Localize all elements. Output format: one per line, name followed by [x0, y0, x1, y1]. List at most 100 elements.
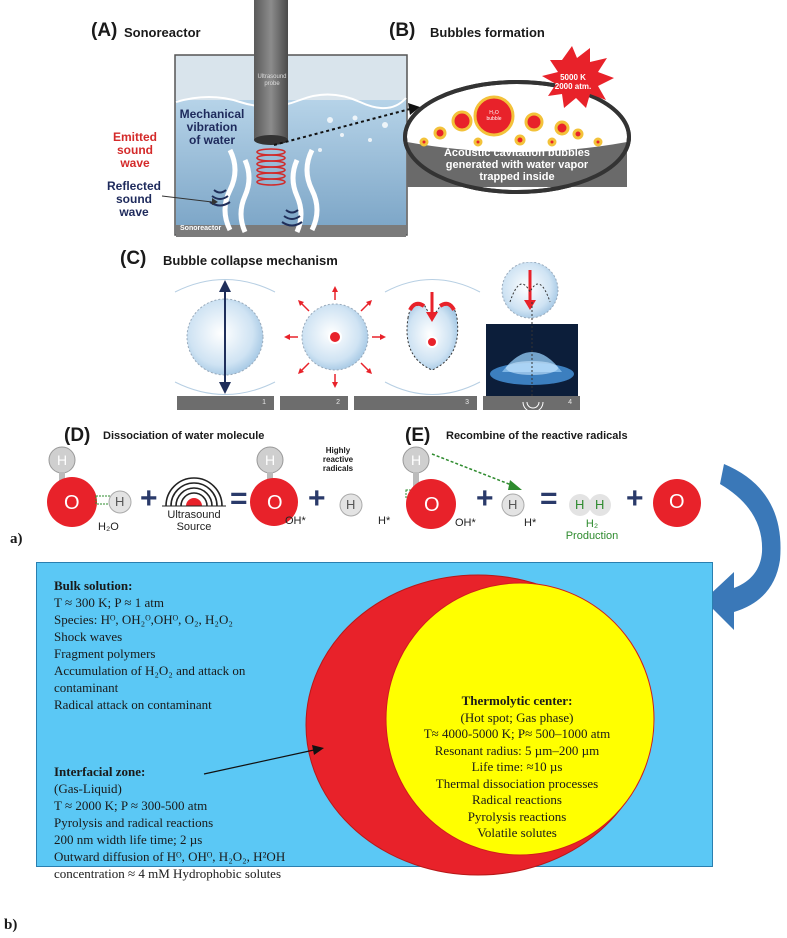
h2o-label: H₂O — [98, 521, 119, 533]
h2-molecule — [569, 494, 611, 516]
ultrasound-source-line2: Source — [176, 521, 212, 533]
plus-e-2: + — [626, 482, 644, 515]
atom-o-3: O — [424, 494, 440, 516]
collapse-step-4-bar: 4 — [483, 396, 580, 410]
interfacial-zone-ellipse — [305, 574, 655, 876]
atom-h-1: H — [57, 452, 68, 468]
collapse-step-2-graphic — [284, 286, 386, 388]
water-molecule-d — [47, 446, 132, 527]
label-b: b) — [4, 917, 18, 933]
cavitation-caption-3: trapped inside — [479, 171, 555, 183]
collapse-step-1-graphic — [174, 279, 276, 395]
atom-h-3: H — [265, 452, 276, 468]
recombine-dashed-arrow — [431, 453, 522, 490]
highly-reactive-3: radicals — [322, 464, 354, 473]
panel-c-title: Bubble collapse mechanism — [163, 253, 338, 268]
mechanical-vibration-label: Mechanical vibration of water — [172, 108, 252, 147]
thermo-line-3: Resonant radius: 5 µm–200 µm — [434, 742, 600, 758]
h2o-bubble-label-2: bubble — [486, 116, 502, 122]
reflected-label-2: sound — [116, 192, 152, 206]
panel-c-letter: (C) — [120, 248, 147, 269]
panel-e-title: Recombine of the reactive radicals — [446, 430, 628, 442]
oxygen-atom-e — [653, 479, 701, 527]
interfacial-line-2: T ≈ 2000 K; P ≈ 300-500 atm — [54, 798, 208, 813]
panel-e-letter: (E) — [405, 425, 431, 446]
panel-b-title: Bubbles formation — [430, 25, 545, 40]
bubble-collapse-illustration — [174, 262, 578, 410]
atom-o-1: O — [64, 492, 80, 514]
probe-label: Ultrasound probe — [257, 74, 287, 87]
thermo-line-4: Life time: ≈10 µs — [471, 759, 563, 774]
thermo-line-6: Radical reactions — [472, 792, 562, 807]
h2-production: Production — [565, 530, 619, 542]
bulk-line-3: Shock waves — [54, 629, 123, 644]
ultrasound-source-icon — [162, 477, 226, 507]
thermolytic-center-block: Thermolytic center: (Hot spot; Gas phase… — [386, 693, 648, 842]
interfacial-zone-title: Interfacial zone: — [54, 764, 146, 779]
sonoreactor-illustration — [174, 0, 408, 237]
collapse-step-3-bar: 3 — [354, 396, 477, 410]
interfacial-line-6: concentration ≈ 4 mM Hydrophobic solutes — [54, 866, 282, 881]
emitted-label-1: Emitted — [112, 130, 157, 144]
highly-reactive-label: Highly reactive radicals — [312, 446, 364, 473]
burst-label: 5000 K 2000 atm. — [548, 73, 598, 91]
reflected-label-3: wave — [119, 205, 149, 219]
mech-label-3: of water — [188, 133, 235, 147]
interfacial-line-1: (Gas-Liquid) — [54, 781, 122, 796]
equals-d: = — [230, 482, 248, 515]
label-a: a) — [10, 531, 23, 547]
interfacial-line-4: 200 nm width life time; 2 µs — [54, 832, 203, 847]
interfacial-pointer-arrow — [203, 745, 324, 775]
atom-o-4: O — [669, 491, 685, 513]
burst-temp: 5000 K — [560, 73, 586, 82]
bulk-line-2: Species: Hᴼ, OH₂ᴼ,OHᴼ, O₂, H₂O₂ — [54, 612, 233, 627]
ultrasound-source-line1: Ultrasound — [167, 509, 221, 521]
panel-a-letter: (A) — [91, 20, 118, 41]
panel-b-letter: (B) — [389, 20, 416, 41]
h2-atom-2: H — [595, 497, 605, 512]
oh-radical-label-e: OH* — [455, 517, 476, 529]
atom-o-2: O — [267, 492, 283, 514]
zoom-dotted-arrow — [273, 103, 420, 146]
mech-label-2: vibration — [186, 120, 238, 134]
atom-h-4: H — [346, 497, 356, 512]
hydrogen-radical-e — [501, 493, 525, 517]
collapse-step-1-bar: 1 — [177, 396, 274, 410]
emitted-label-2: sound — [117, 143, 153, 157]
thermo-line-1: (Hot spot; Gas phase) — [460, 709, 574, 725]
h2-production-label: H₂ Production — [560, 518, 624, 542]
plus-d-1: + — [140, 482, 158, 515]
thermo-line-7: Pyrolysis reactions — [467, 808, 567, 824]
h-radical-label-e: H* — [524, 517, 537, 529]
panel-d-title: Dissociation of water molecule — [103, 430, 265, 442]
thermo-line-2: T≈ 4000-5000 K; P≈ 500–1000 atm — [423, 726, 611, 741]
hydroxyl-radical-d — [250, 446, 298, 526]
collapse-step-3-graphic — [384, 279, 481, 395]
bulk-solution-title: Bulk solution: — [54, 578, 133, 593]
oh-radical-label-d: OH* — [285, 515, 306, 527]
h2o-bubble-label-1: H₂O — [489, 110, 499, 116]
bulk-line-4: Fragment polymers — [54, 646, 156, 661]
highly-reactive-1: Highly — [325, 446, 351, 455]
reflected-label-1: Reflected — [106, 179, 162, 193]
interfacial-line-5: Outward diffusion of Hᴼ, OHᴼ, H₂O₂, H²OH — [54, 849, 286, 864]
curved-flow-arrow — [704, 464, 781, 630]
ultrasound-source-label: Ultrasound Source — [160, 509, 228, 533]
equals-e: = — [540, 482, 558, 515]
atom-h-6: H — [508, 497, 518, 512]
emitted-wave-label: Emitted sound wave — [100, 131, 170, 170]
interfacial-line-3: Pyrolysis and radical reactions — [54, 815, 214, 830]
cavitation-caption-1: Acoustic cavitation bubbles — [443, 147, 591, 159]
h2-formula: H₂ — [585, 518, 599, 530]
bulk-line-7: Radical attack on contaminant — [54, 697, 212, 712]
bulk-line-5: Accumulation of H₂O₂ and attack on — [54, 663, 246, 678]
hydrogen-radical-d — [339, 493, 363, 517]
cavitation-caption-2: generated with water vapor — [445, 159, 589, 171]
thermo-line-5: Thermal dissociation processes — [435, 775, 599, 791]
collapse-step-2-bar: 2 — [280, 396, 348, 410]
panel-d-letter: (D) — [64, 425, 91, 446]
bulk-line-6: contaminant — [54, 680, 119, 695]
atom-h-5: H — [411, 452, 422, 468]
bulk-line-1: T ≈ 300 K; P ≈ 1 atm — [54, 595, 164, 610]
plus-e-1: + — [476, 482, 494, 515]
